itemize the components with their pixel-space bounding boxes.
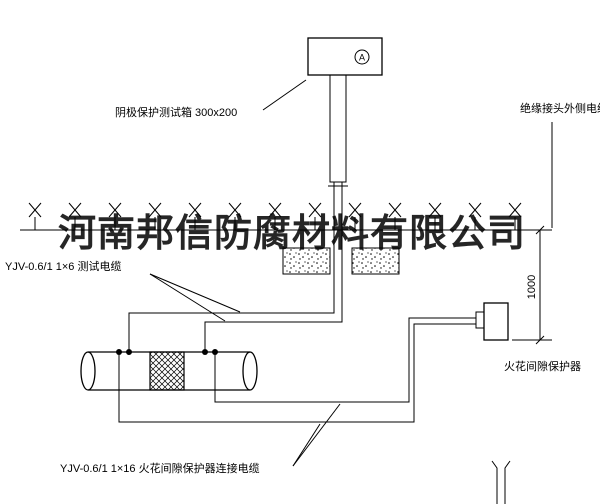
dimension-1000: 1000 <box>512 225 552 345</box>
test-cables <box>128 182 343 352</box>
test-box: A <box>307 37 383 76</box>
label-spark-gap: 火花间隙保护器 <box>504 359 581 373</box>
label-bottom-cable: YJV-0.6/1 1×16 火花间隙保护器连接电缆 <box>60 461 260 475</box>
ground-anchor-symbol <box>491 460 511 504</box>
meter-symbol: A <box>359 53 365 63</box>
label-test-cable: YJV-0.6/1 1×6 测试电缆 <box>5 260 121 273</box>
label-test-box: 阴极保护测试箱 300x200 <box>115 105 237 119</box>
label-right-cable: 绝缘接头外侧电缆 <box>520 101 600 115</box>
concrete-blocks <box>282 247 400 275</box>
dimension-value: 1000 <box>526 275 538 299</box>
spark-gap-cables <box>118 317 476 423</box>
pipeline <box>80 349 258 391</box>
riser-conduit <box>328 74 348 187</box>
insulating-joint <box>149 351 185 391</box>
meter-circle-icon <box>354 49 370 65</box>
watermark-text: 河南邦信防腐材料有限公司 <box>58 213 526 255</box>
spark-gap-protector <box>475 302 509 341</box>
leader-lines <box>149 79 553 467</box>
ground-hatch-mark <box>28 202 42 231</box>
